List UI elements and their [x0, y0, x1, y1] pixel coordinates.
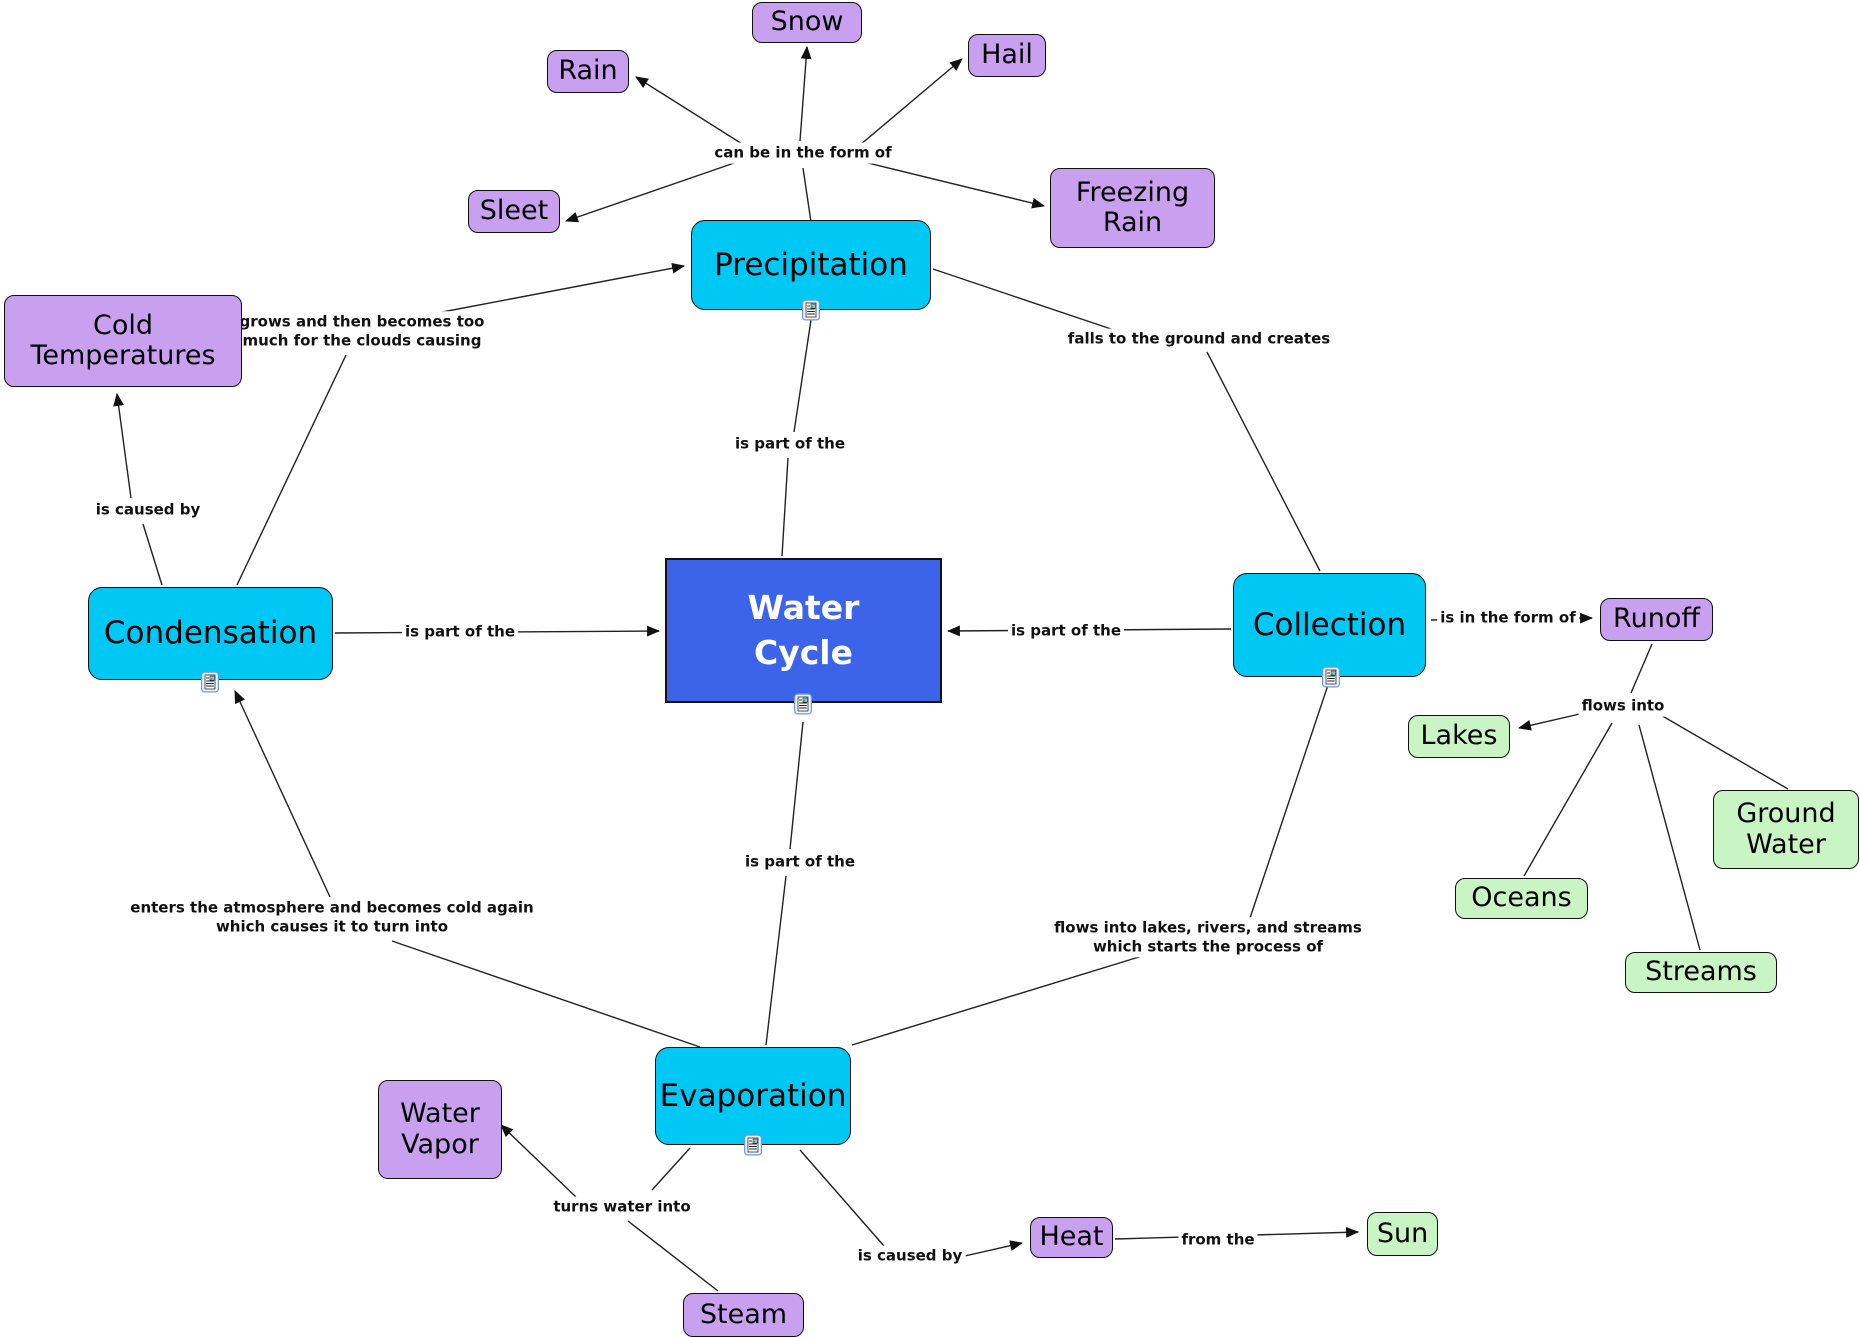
- link-line: [1630, 643, 1653, 694]
- resource-icon[interactable]: [794, 693, 812, 715]
- node-heat[interactable]: Heat: [1030, 1217, 1113, 1258]
- link-line: [436, 262, 686, 314]
- link-line: [859, 58, 963, 146]
- node-rain[interactable]: Rain: [547, 50, 629, 93]
- node-runoff[interactable]: Runoff: [1600, 598, 1713, 641]
- node-oceans[interactable]: Oceans: [1455, 878, 1588, 919]
- link-line: [1517, 712, 1585, 731]
- link-label-flows-into[interactable]: flows into: [1578, 695, 1668, 717]
- node-lakes[interactable]: Lakes: [1408, 715, 1510, 758]
- node-streams[interactable]: Streams: [1625, 952, 1777, 993]
- link-line: [802, 167, 812, 223]
- link-label-is-part-of-the-top[interactable]: is part of the: [731, 433, 849, 455]
- link-label-is-part-of-the-left[interactable]: is part of the: [401, 621, 519, 643]
- link-label-turns-water-into[interactable]: turns water into: [550, 1196, 694, 1218]
- link-line: [1658, 713, 1789, 790]
- link-line: [765, 875, 787, 1046]
- link-label-is-part-of-the-right[interactable]: is part of the: [1007, 620, 1125, 642]
- node-condensation[interactable]: Condensation: [88, 587, 333, 680]
- link-label-is-caused-by-left[interactable]: is caused by: [92, 499, 204, 521]
- node-precipitation[interactable]: Precipitation: [691, 220, 931, 310]
- link-line: [142, 523, 163, 586]
- link-line: [234, 690, 331, 898]
- resource-icon[interactable]: [802, 299, 820, 321]
- resource-icon[interactable]: [1322, 666, 1340, 688]
- node-cold-temperatures[interactable]: Cold Temperatures: [4, 295, 242, 387]
- link-line: [799, 45, 812, 142]
- link-line: [236, 354, 347, 586]
- resource-icon[interactable]: [201, 671, 219, 693]
- link-line: [851, 952, 1153, 1046]
- node-water-cycle[interactable]: Water Cycle: [665, 558, 942, 703]
- link-line: [635, 76, 748, 148]
- link-line: [1523, 722, 1613, 877]
- node-collection[interactable]: Collection: [1233, 573, 1426, 677]
- link-label-is-caused-by-bottom[interactable]: is caused by: [854, 1245, 966, 1267]
- link-label-enters-atmosphere[interactable]: enters the atmosphere and becomes cold a…: [127, 897, 537, 937]
- link-line: [627, 1220, 719, 1292]
- link-line: [651, 1147, 691, 1191]
- link-line: [564, 160, 741, 223]
- link-line: [1206, 351, 1321, 572]
- link-line: [781, 457, 789, 557]
- link-line: [799, 1149, 885, 1247]
- node-sun[interactable]: Sun: [1367, 1212, 1438, 1256]
- node-evaporation[interactable]: Evaporation: [655, 1047, 851, 1145]
- link-label-can-be-in-the-form-of[interactable]: can be in the form of: [711, 142, 895, 164]
- node-freezing-rain[interactable]: Freezing Rain: [1050, 168, 1215, 248]
- link-line: [500, 1124, 577, 1198]
- link-line: [955, 1240, 1024, 1259]
- node-snow[interactable]: Snow: [752, 2, 862, 43]
- link-line: [932, 268, 1118, 332]
- link-line: [391, 940, 701, 1048]
- node-ground-water[interactable]: Ground Water: [1713, 790, 1859, 869]
- link-label-is-part-of-the-bottom[interactable]: is part of the: [741, 851, 859, 873]
- link-line: [793, 319, 812, 433]
- link-line: [113, 392, 132, 499]
- node-steam[interactable]: Steam: [683, 1293, 804, 1337]
- link-label-grows-too-much[interactable]: grows and then becomes too much for the …: [236, 311, 488, 351]
- node-sleet[interactable]: Sleet: [468, 190, 560, 233]
- link-label-flows-into-lakes[interactable]: flows into lakes, rivers, and streams wh…: [1051, 917, 1365, 957]
- resource-icon[interactable]: [744, 1134, 762, 1156]
- link-line: [1248, 684, 1329, 922]
- node-hail[interactable]: Hail: [968, 34, 1046, 77]
- link-label-is-in-the-form-of[interactable]: is in the form of: [1437, 607, 1579, 629]
- link-label-from-the[interactable]: from the: [1178, 1229, 1258, 1251]
- node-water-vapor[interactable]: Water Vapor: [378, 1080, 502, 1179]
- link-line: [789, 721, 804, 850]
- link-line: [863, 161, 1046, 209]
- link-label-falls-to-ground[interactable]: falls to the ground and creates: [1064, 328, 1334, 350]
- link-line: [1638, 724, 1701, 951]
